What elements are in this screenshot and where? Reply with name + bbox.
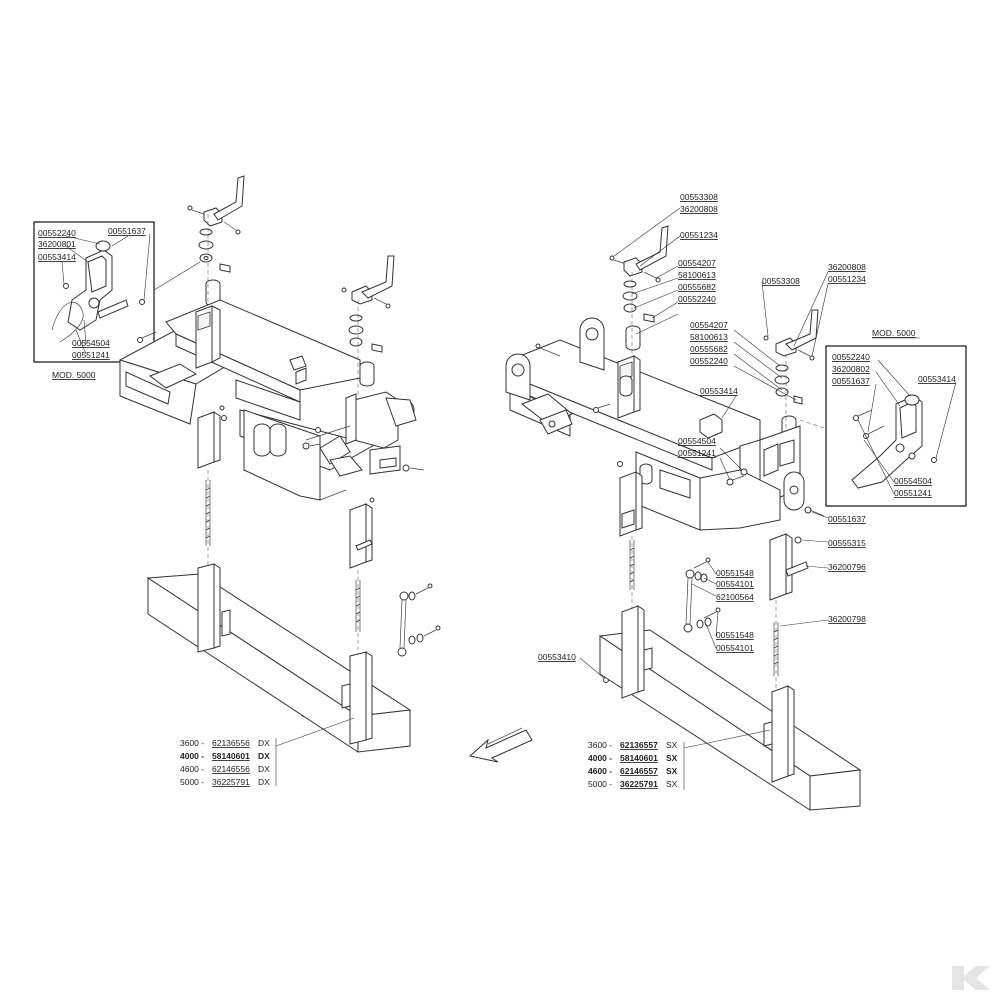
watermark-logo: K [952,966,990,990]
right-label-00553308-a: 00553308 [680,192,718,202]
left-assembly: 00552240 00551637 36200801 00553414 0055… [33,175,441,787]
left-table-row-4-code: 36225791 [212,777,250,787]
right-table-row-3-model: 4600 - [588,766,612,776]
right-label-36200796: 36200796 [828,562,866,572]
left-mod-title: MOD. 5000 [52,370,96,380]
direction-arrow-icon [468,727,533,763]
left-code-table: 3600 - 62136556 DX 4000 - 58140601 DX 46… [180,717,355,787]
left-table-row-4-side: DX [258,777,270,787]
right-label-62100564: 62100564 [716,592,754,602]
right-label-36200808-a: 36200808 [680,204,718,214]
right-table-row-4-model: 5000 - [588,779,612,789]
right-label-00551241: 00551241 [678,448,716,458]
right-main-frame [505,317,825,531]
right-label-58100613-b: 58100613 [690,332,728,342]
left-table-row-3-side: DX [258,764,270,774]
left-lower-posts [197,405,375,650]
right-table-row-1-model: 3600 - [588,740,612,750]
left-mod-label-00551241: 00551241 [72,350,110,360]
left-upper-pin-stack [187,175,245,330]
right-lower-posts [619,471,809,690]
right-label-00555315: 00555315 [828,538,866,548]
right-part-labels: 00553308 36200808 00551234 00554207 5810… [538,192,866,662]
right-label-00552240-a: 00552240 [678,294,716,304]
right-label-00554504: 00554504 [678,436,716,446]
left-table-row-1-model: 3600 - [180,738,204,748]
right-label-00555682-b: 00555682 [690,344,728,354]
right-leaders [579,207,829,790]
right-upper-pin-stack [609,225,669,360]
right-label-00551234-a: 00551234 [680,230,718,240]
right-label-36200798: 36200798 [828,614,866,624]
right-label-00551548-a: 00551548 [716,568,754,578]
right-beam [598,605,862,811]
right-mod-title: MOD. 5000 [872,328,916,338]
right-mod-label-00552240: 00552240 [832,352,870,362]
right-label-00551234-b: 00551234 [828,274,866,284]
right-table-row-2-code: 58140601 [620,753,658,763]
right-label-00553410: 00553410 [538,652,576,662]
right-label-00554101-b: 00554101 [716,643,754,653]
right-table-row-2-side: SX [666,753,678,763]
right-label-00554101-a: 00554101 [716,579,754,589]
right-label-00555682-a: 00555682 [678,282,716,292]
left-table-row-4-model: 5000 - [180,777,204,787]
left-table-row-2-code: 58140601 [212,751,250,761]
left-mod-label-36200801: 36200801 [38,239,76,249]
left-mod-label-00551637: 00551637 [108,226,146,236]
left-table-row-2-side: DX [258,751,270,761]
right-mod-label-36200802: 36200802 [832,364,870,374]
left-links [301,583,441,717]
right-label-00554207-a: 00554207 [678,258,716,268]
right-label-00554207-b: 00554207 [690,320,728,330]
right-table-row-4-code: 36225791 [620,779,658,789]
right-table-row-3-side: SX [666,766,678,776]
left-table-row-3-code: 62146556 [212,764,250,774]
right-assembly: MOD. 5000 00552240 36200802 00551637 005… [505,192,967,811]
right-label-58100613-a: 58100613 [678,270,716,280]
left-mod-label-00552240: 00552240 [38,228,76,238]
left-mod-label-00553414: 00553414 [38,252,76,262]
left-mod-5000-inset: 00552240 00551637 36200801 00553414 0055… [33,221,201,380]
left-table-row-3-model: 4600 - [180,764,204,774]
right-label-00553414: 00553414 [700,386,738,396]
right-mod-label-00551241: 00551241 [894,488,932,498]
left-beam [146,563,412,753]
right-label-00552240-b: 00552240 [690,356,728,366]
right-links [603,557,721,683]
right-table-row-4-side: SX [666,779,678,789]
right-table-row-2-model: 4000 - [588,753,612,763]
right-mod-label-00553414: 00553414 [918,374,956,384]
right-mod-5000-inset: MOD. 5000 00552240 36200802 00551637 005… [825,328,967,507]
right-table-row-1-code: 62136557 [620,740,658,750]
left-main-frame [118,299,425,501]
left-table-row-2-model: 4000 - [180,751,204,761]
right-code-table: 3600 - 62136557 SX 4000 - 58140601 SX 46… [588,740,678,789]
right-table-row-1-side: SX [666,740,678,750]
left-secondary-pin-stack [341,255,395,400]
right-mod-label-00554504: 00554504 [894,476,932,486]
right-mod-label-00551637: 00551637 [832,376,870,386]
right-label-00551548-b: 00551548 [716,630,754,640]
left-mod-label-00554504: 00554504 [72,338,110,348]
left-table-row-1-code: 62136556 [212,738,250,748]
right-table-row-3-code: 62146557 [620,766,658,776]
watermark-logo-text: K [958,985,959,987]
right-label-00551637: 00551637 [828,514,866,524]
right-label-36200808-b: 36200808 [828,262,866,272]
right-label-00553308-b: 00553308 [762,276,800,286]
left-table-row-1-side: DX [258,738,270,748]
